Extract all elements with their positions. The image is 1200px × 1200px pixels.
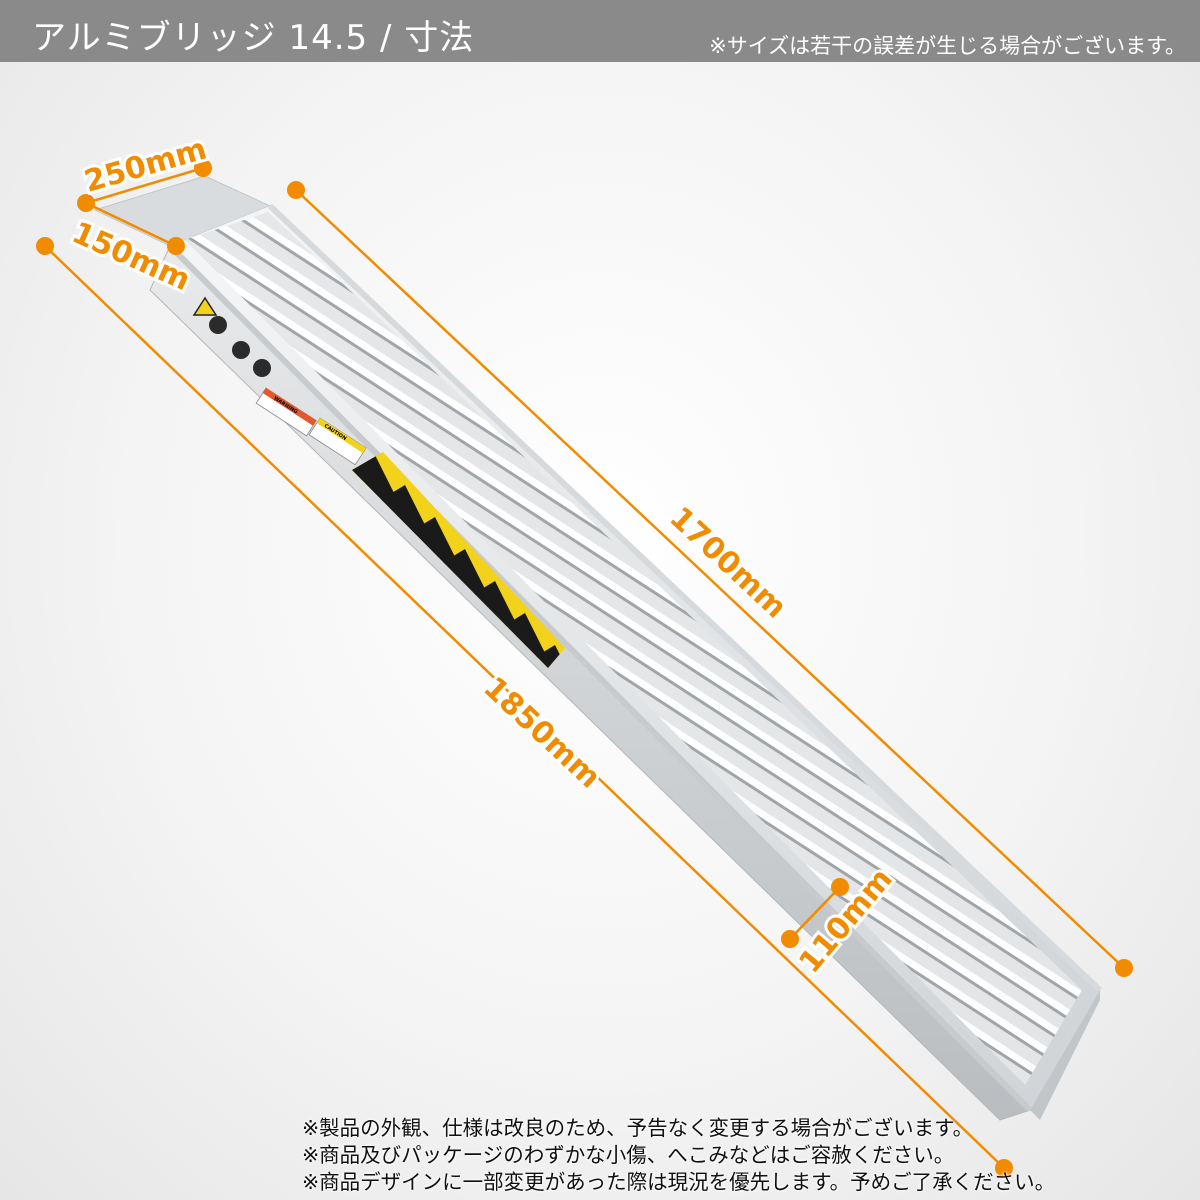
size-disclaimer: ※サイズは若干の誤差が生じる場合がございます。 [709,34,1186,58]
manual-icon [232,341,250,359]
caution-sticker: CAUTION [308,417,367,466]
endpoint-dot [995,1159,1013,1177]
aluminum-ramp [93,175,1103,1121]
dim-line-250 [85,166,204,205]
note-line: ※商品デザインに一部変更があった際は現況を優先します。予めご了承ください。 [302,1170,1056,1194]
header-bar: アルミブリッジ 14.5 / 寸法 ※サイズは若干の誤差が生じる場合がございます… [0,0,1200,62]
dim-line-150 [85,201,177,248]
safety-icons [192,296,271,377]
disclaimer-notes: ※製品の外観、仕様は改良のため、予告なく変更する場合がございます。 ※商品及びパ… [302,1115,1197,1196]
dim-line-1850 [44,245,1005,1169]
page-title: アルミブリッジ 14.5 / 寸法 [32,18,475,58]
gloves-icon [209,316,227,334]
endpoint-dot [287,181,305,199]
note-line: ※製品の外観、仕様は改良のため、予告なく変更する場合がございます。 [302,1116,974,1140]
dimension-endpoints [36,159,1133,1177]
endpoint-dot [167,237,185,255]
endpoint-dot [77,194,95,212]
warning-triangle-icon [192,296,218,316]
endpoint-dot [831,878,849,896]
boots-icon [253,359,271,377]
dimension-lines [44,166,1125,1169]
endpoint-dot [194,159,212,177]
endpoint-dot [36,237,54,255]
dim-line-1700 [295,189,1125,969]
note-line: ※商品及びパッケージのわずかな小傷、へこみなどはご容赦ください。 [302,1143,955,1167]
dim-line-110 [789,886,841,940]
endpoint-dot [781,930,799,948]
endpoint-dot [1115,959,1133,977]
